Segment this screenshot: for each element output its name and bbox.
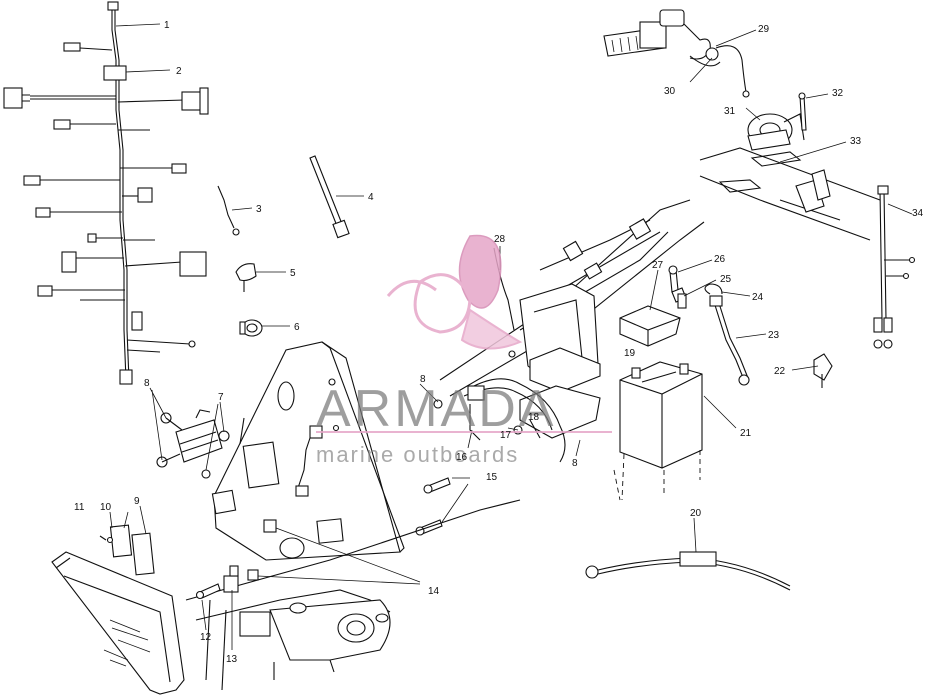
callout-8-right: 8	[572, 458, 578, 469]
part-6-clamp	[239, 319, 263, 337]
callout-20: 20	[690, 508, 702, 519]
callout-8-left: 8	[144, 378, 150, 389]
callout-33: 33	[850, 136, 862, 147]
callout-7: 7	[218, 392, 224, 403]
callout-29: 29	[758, 24, 770, 35]
callout-24: 24	[752, 292, 764, 303]
battery-terminal-parts	[668, 265, 687, 309]
horn	[747, 113, 805, 151]
part-3-wire	[217, 185, 240, 236]
callout-14: 14	[428, 586, 440, 597]
callout-27: 27	[652, 260, 664, 271]
callouts: 1 2 3 4 5 6 7 8 8 8 9 10 11 12 13 14 15 …	[74, 20, 924, 665]
callout-22: 22	[774, 366, 786, 377]
callout-28: 28	[494, 234, 506, 245]
part-5-clip	[235, 263, 257, 292]
bolts-15	[415, 477, 470, 536]
battery-pad	[619, 305, 681, 347]
mounting-plate	[211, 341, 405, 561]
part-33-label	[750, 151, 802, 167]
callout-9: 9	[134, 496, 140, 507]
callout-30: 30	[664, 86, 676, 97]
callout-16: 16	[456, 452, 468, 463]
callout-23: 23	[768, 330, 780, 341]
guard-plate	[51, 524, 185, 695]
battery-box	[519, 283, 601, 439]
callout-31: 31	[724, 106, 736, 117]
callout-26: 26	[714, 254, 726, 265]
leader-lines	[109, 23, 913, 650]
part-4-cable-tie	[309, 155, 350, 239]
part-34-harness	[873, 185, 916, 349]
callout-15: 15	[486, 472, 498, 483]
part-22-bracket	[813, 353, 833, 388]
callout-12: 12	[200, 632, 212, 643]
watermark: ARMADA marine outboards	[316, 234, 612, 467]
propeller-logo	[386, 234, 523, 350]
callout-11: 11	[74, 502, 85, 513]
callout-10: 10	[100, 502, 112, 513]
callout-6: 6	[294, 322, 300, 333]
callout-1: 1	[164, 20, 170, 31]
callout-21: 21	[740, 428, 752, 439]
battery-strap	[704, 283, 750, 386]
callout-17: 17	[500, 430, 512, 441]
callout-13: 13	[226, 654, 238, 665]
handlebar-switch	[603, 9, 750, 98]
callout-32: 32	[832, 88, 844, 99]
ignition-coil	[156, 409, 230, 479]
callout-34: 34	[912, 208, 924, 219]
callout-25: 25	[720, 274, 732, 285]
callout-18: 18	[528, 412, 540, 423]
callout-3: 3	[256, 204, 262, 215]
callout-5: 5	[290, 268, 296, 279]
front-frame	[699, 147, 881, 241]
parts-12-13-14	[195, 519, 421, 600]
callout-8-middle: 8	[420, 374, 426, 385]
callout-4: 4	[368, 192, 374, 203]
callout-2: 2	[176, 66, 182, 77]
watermark-brand: ARMADA	[316, 380, 556, 438]
wiring-harness	[3, 1, 209, 385]
part-32-bolt	[798, 92, 807, 131]
battery	[613, 361, 703, 501]
battery-cable	[585, 551, 791, 591]
watermark-tagline: marine outboards	[316, 442, 519, 467]
callout-19: 19	[624, 348, 636, 359]
